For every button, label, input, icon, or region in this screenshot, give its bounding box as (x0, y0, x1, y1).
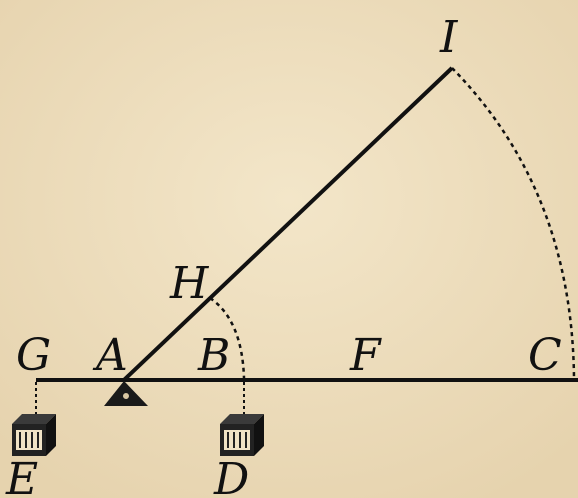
label-a: A (92, 330, 128, 381)
weight-block-icon (12, 414, 56, 456)
label-i: I (439, 12, 459, 63)
label-f: F (349, 330, 382, 381)
label-d: D (213, 454, 249, 498)
label-g: G (16, 330, 51, 381)
label-h: H (169, 258, 210, 309)
fulcrum-triangle-icon (104, 381, 148, 406)
label-e: E (5, 454, 38, 498)
inclined-arm (122, 66, 454, 382)
weight-block-icon (220, 414, 264, 456)
arc-h-to-b (209, 296, 246, 379)
label-c: C (528, 330, 562, 381)
label-b: B (197, 330, 230, 381)
